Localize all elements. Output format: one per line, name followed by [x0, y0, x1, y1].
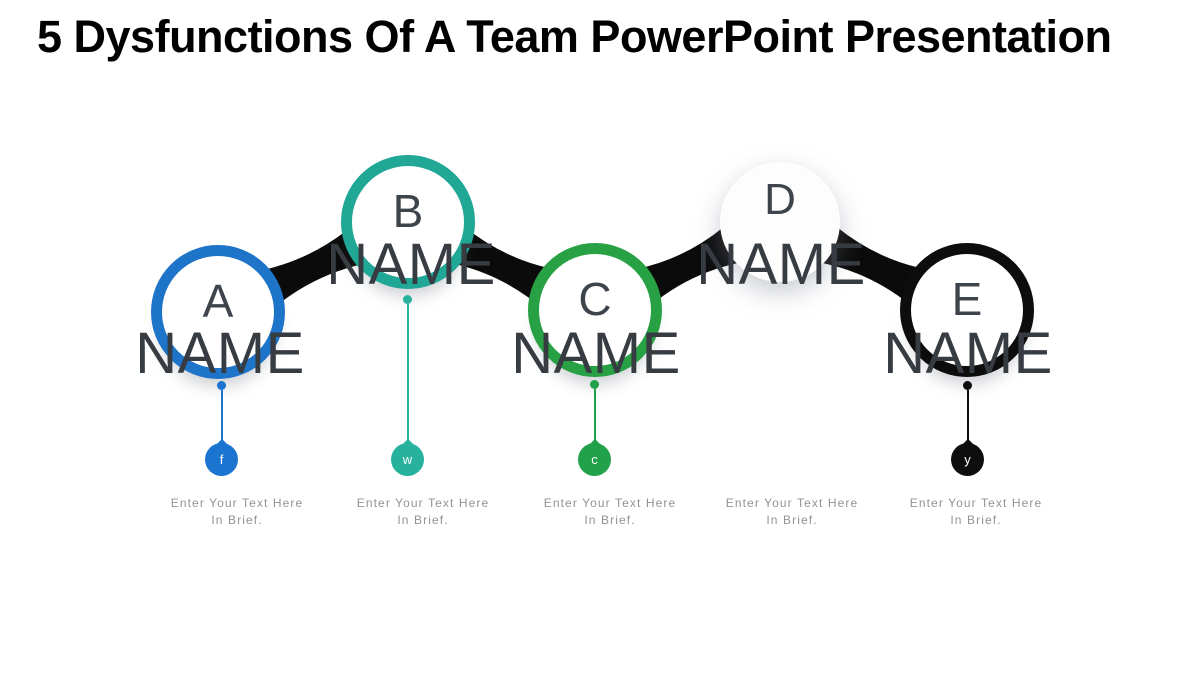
caption-a-line1: Enter Your Text Here	[170, 496, 304, 510]
caption-d: Enter Your Text Here In Brief.	[672, 495, 912, 529]
node-letter-e: E	[951, 273, 983, 325]
stem-line-e	[967, 390, 969, 445]
badge-letter-b: w	[402, 452, 413, 467]
name-label-a: NAME	[135, 321, 305, 386]
caption-e-line2: In Brief.	[950, 513, 1002, 527]
stem-line-c	[594, 389, 596, 445]
node-letter-c: C	[578, 273, 612, 325]
caption-b-line2: In Brief.	[397, 513, 449, 527]
caption-d-line1: Enter Your Text Here	[725, 496, 859, 510]
badge-letter-c: c	[591, 452, 598, 467]
node-circle-d: D	[720, 162, 840, 282]
node-letter-b: B	[392, 185, 424, 237]
badge-c: c	[578, 443, 611, 476]
node-letter-a: A	[202, 275, 234, 327]
caption-c-line1: Enter Your Text Here	[543, 496, 677, 510]
caption-b-line1: Enter Your Text Here	[356, 496, 490, 510]
badge-letter-a: f	[219, 452, 224, 467]
caption-d-line2: In Brief.	[766, 513, 818, 527]
name-label-e: NAME	[883, 321, 1053, 386]
caption-a: Enter Your Text Here In Brief.	[117, 495, 357, 529]
caption-c-line2: In Brief.	[584, 513, 636, 527]
stem-dot-e	[963, 381, 972, 390]
slide-title: 5 Dysfunctions Of A Team PowerPoint Pres…	[37, 11, 1112, 62]
name-label-c: NAME	[511, 321, 681, 386]
name-label-b: NAME	[326, 232, 496, 297]
node-circle-e: E	[900, 243, 1034, 377]
name-label-d: NAME	[696, 232, 866, 297]
node-letter-d: D	[764, 175, 796, 224]
stem-dot-a	[217, 381, 226, 390]
badge-b: w	[391, 443, 424, 476]
badge-letter-e: y	[964, 452, 971, 467]
caption-b: Enter Your Text Here In Brief.	[303, 495, 543, 529]
stem-dot-b	[403, 295, 412, 304]
caption-a-line2: In Brief.	[211, 513, 263, 527]
stem-line-b	[407, 304, 409, 445]
stem-dot-c	[590, 380, 599, 389]
caption-c: Enter Your Text Here In Brief.	[490, 495, 730, 529]
badge-e: y	[951, 443, 984, 476]
caption-e-line1: Enter Your Text Here	[909, 496, 1043, 510]
stem-line-a	[221, 390, 223, 445]
node-circle-c: C	[528, 243, 662, 377]
node-circle-b: B	[341, 155, 475, 289]
badge-a: f	[205, 443, 238, 476]
node-circle-a: A	[151, 245, 285, 379]
caption-e: Enter Your Text Here In Brief.	[856, 495, 1096, 529]
